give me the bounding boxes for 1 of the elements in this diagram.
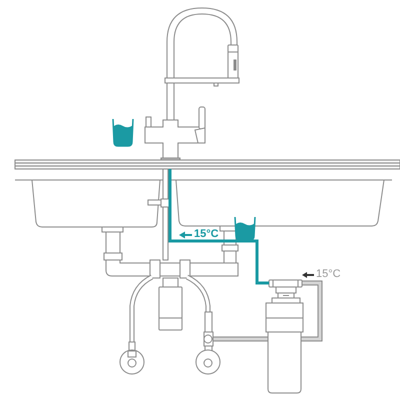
temperature-label: 15°C [316, 269, 341, 280]
